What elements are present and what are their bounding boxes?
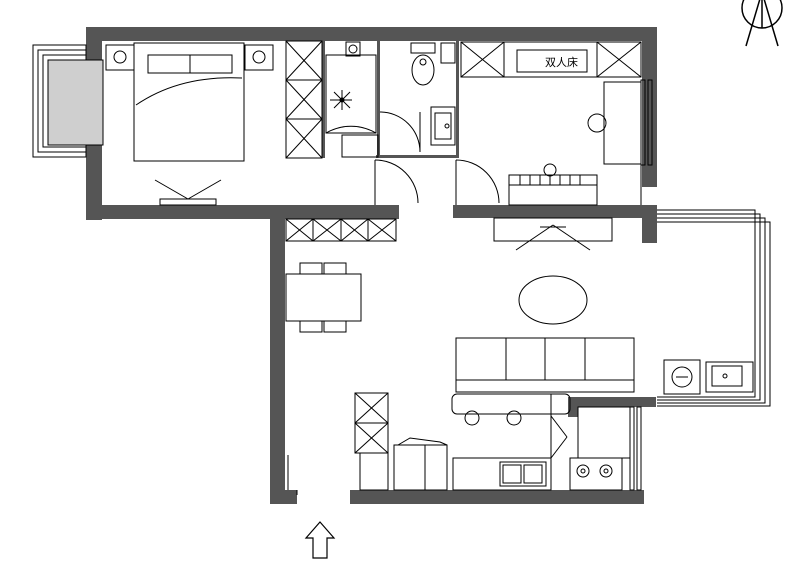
north-arrow-icon: [741, 0, 783, 47]
desk-chair: [587, 113, 607, 133]
balcony: [657, 209, 771, 407]
laundry-sink-icon: [705, 361, 754, 393]
kitchen-door: [550, 394, 568, 459]
kitchen: [354, 392, 642, 491]
living-tv-stand: [493, 217, 613, 251]
coffee-table: [518, 275, 588, 325]
entrance-arrow-icon: [304, 521, 336, 559]
refrigerator: [393, 437, 448, 491]
entrance: [287, 455, 298, 495]
shoe-cabinet: [285, 218, 397, 242]
wash-basin-icon: [430, 106, 456, 146]
bathroom: [325, 41, 456, 158]
second-bedroom-door: [455, 159, 500, 205]
bedroom-tv-stand: [154, 179, 222, 206]
desk: [603, 81, 642, 165]
lamp-right-icon: [252, 50, 266, 64]
nightstand-right: [244, 44, 274, 71]
toilet-icon: [410, 42, 436, 86]
washing-machine-icon: [663, 359, 701, 395]
stove-icon: [569, 457, 623, 491]
lamp-left-icon: [113, 50, 127, 64]
walls: [86, 27, 657, 504]
wardrobe: [285, 40, 323, 159]
bathroom-door: [379, 111, 421, 153]
sofa: [455, 337, 635, 393]
nightstand-left: [105, 44, 135, 71]
kitchen-tall-cabinet: [354, 392, 389, 491]
doors-upper: [374, 159, 642, 205]
bay-window: [32, 44, 104, 158]
living-room: [285, 217, 635, 393]
sofa-bed: [508, 163, 598, 206]
shower-head-icon: [330, 90, 352, 110]
bedroom-door: [374, 159, 419, 205]
double-bed: [133, 42, 245, 162]
dining-table: [285, 262, 362, 333]
master-bedroom: [32, 42, 274, 206]
second-bedroom: 双人床: [460, 41, 653, 206]
bed-label: 双人床: [545, 55, 578, 69]
bed-label-box: [516, 49, 588, 73]
kitchen-sink-icon: [499, 461, 547, 487]
